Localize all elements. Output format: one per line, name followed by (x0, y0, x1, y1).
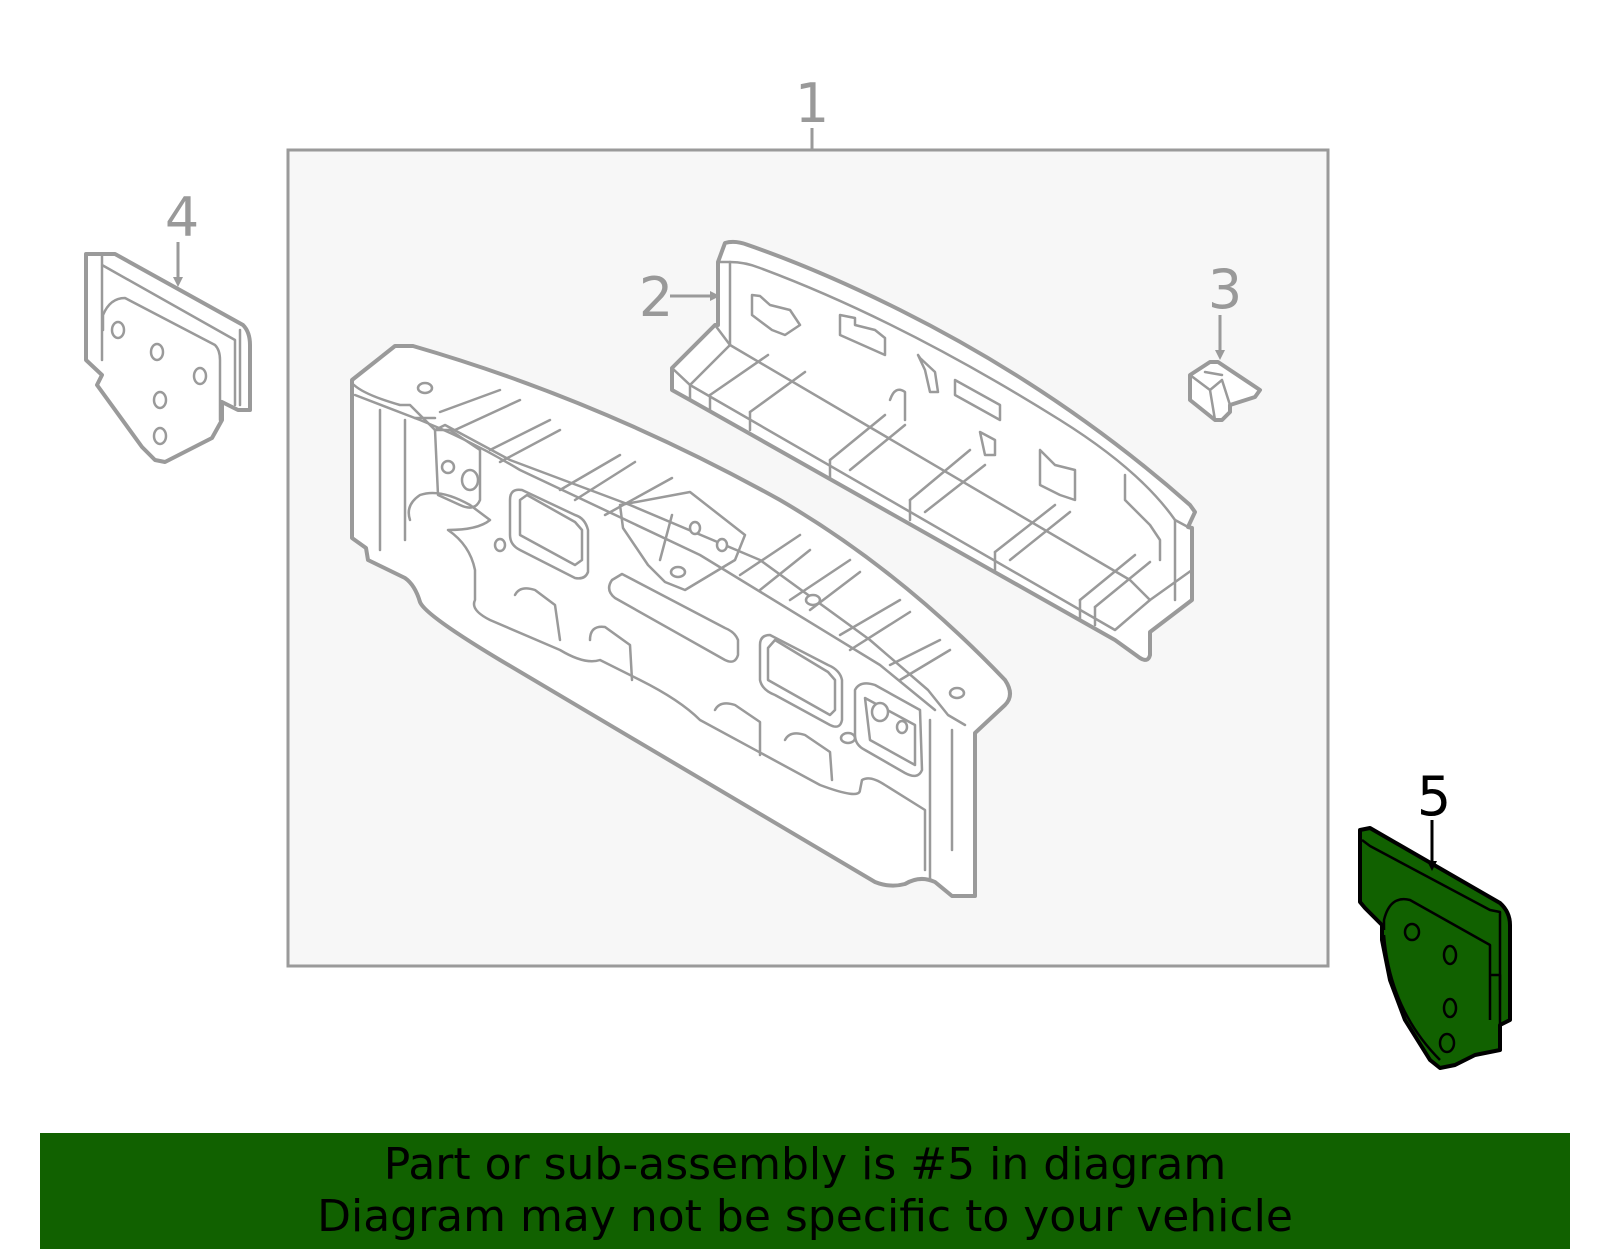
banner-line-disclaimer: Diagram may not be specific to your vehi… (317, 1191, 1293, 1242)
callout-4[interactable]: 4 (165, 186, 199, 249)
part-rear-panel[interactable] (350, 344, 1012, 898)
part-small-bracket[interactable] (1188, 360, 1262, 422)
info-banner: Part or sub-assembly is #5 in diagram Di… (40, 1133, 1570, 1249)
callout-2[interactable]: 2 (639, 266, 673, 329)
part-left-extension-panel[interactable] (84, 252, 252, 464)
part-upper-crossmember[interactable] (670, 239, 1197, 662)
banner-line-part: Part or sub-assembly is #5 in diagram (383, 1139, 1227, 1190)
callout-3[interactable]: 3 (1208, 258, 1242, 321)
callout-1[interactable]: 1 (795, 72, 829, 135)
callout-5[interactable]: 5 (1417, 765, 1451, 828)
part-5-highlighted-panel[interactable] (1358, 826, 1512, 1070)
